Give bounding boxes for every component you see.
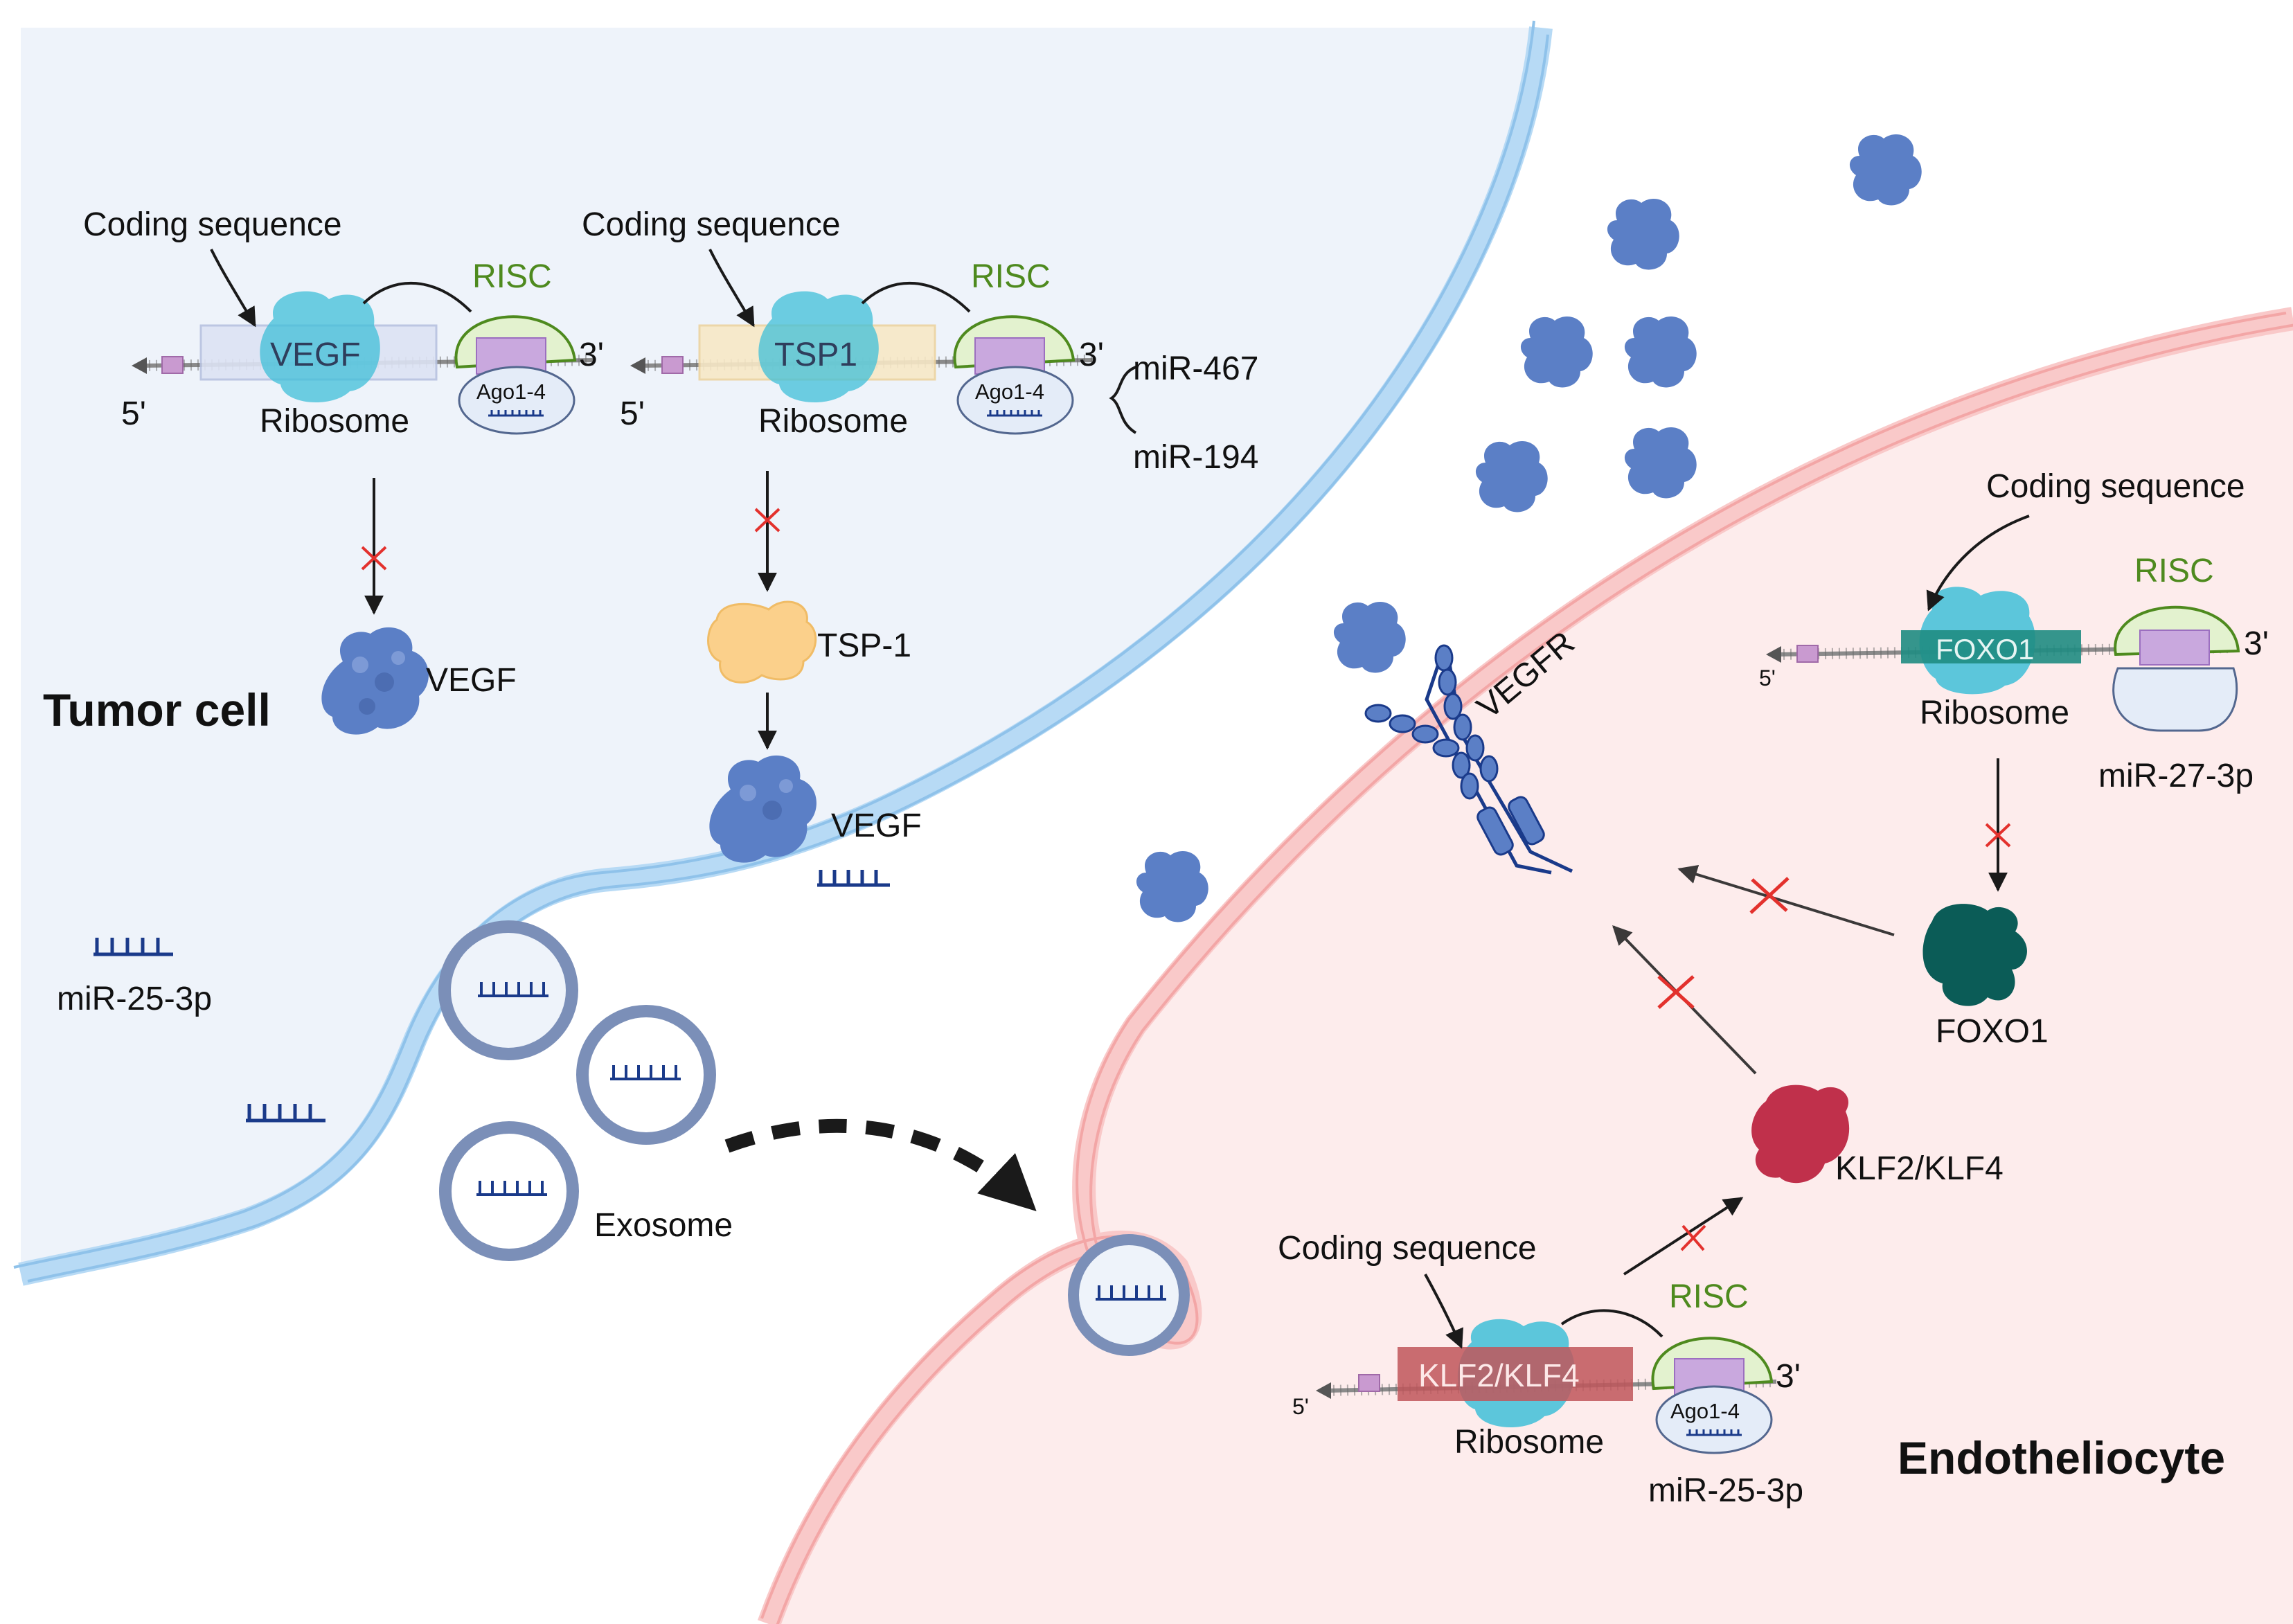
- vegf-protein-icon: [321, 627, 429, 735]
- vegf-protein-icon: [1624, 316, 1697, 388]
- mrna-foxo1-three-prime-label: 3': [2244, 625, 2269, 662]
- mrna-tsp1-cds-label: TSP1: [774, 337, 857, 373]
- ago-icon: [1655, 1385, 1773, 1454]
- ribosome-icon: [260, 291, 380, 403]
- vegf-protein-icon: [1849, 134, 1922, 206]
- mrna-klf-five-prime-label: 5': [1292, 1394, 1309, 1419]
- mrna-foxo1-cds-label: FOXO1: [1936, 633, 2034, 666]
- labels-mir-25-free-label: miR-25-3p: [57, 981, 212, 1017]
- endotheliocyte-label: Endotheliocyte: [1898, 1432, 2225, 1483]
- klf-protein-icon: [1751, 1085, 1850, 1184]
- mrna-foxo1-product-label: FOXO1: [1936, 1013, 2049, 1050]
- ribosome-icon: [758, 291, 879, 403]
- mrna-vegf-cds-label: VEGF: [270, 337, 361, 373]
- brace-icon: [1109, 366, 1137, 434]
- ago-icon: [2112, 667, 2238, 732]
- transfer-arrow: [724, 1118, 1037, 1211]
- klf-inhibited-pathway: KLF2/KLF4: [1612, 925, 2004, 1276]
- klf-coding-sequence: [1398, 1347, 1633, 1401]
- mirna-icon: [246, 1104, 325, 1123]
- mrna-foxo1-mirna-label: miR-27-3p: [2098, 758, 2254, 794]
- mrna-vegf-coding-label-label: Coding sequence: [83, 206, 342, 243]
- mrna-klf-construct: Coding sequence RISC KLF2/KLF4 Ribosome …: [1278, 1230, 1803, 1509]
- extracellular-vegf-group: [1136, 134, 1922, 922]
- mrna-foxo1-five-prime-label: 5': [1759, 666, 1776, 690]
- exosome-icon: [439, 1121, 579, 1261]
- mrna-vegf-three-prime-label: 3': [579, 337, 604, 373]
- vegf-inhibited-pathway: VEGF: [321, 478, 517, 735]
- mrna-vegf-ago-label: Ago1-4: [476, 380, 546, 404]
- mrna-vegf-construct: Coding sequence RISC VEGF Ribosome Ago1-…: [83, 206, 604, 440]
- mrna-tsp1-three-prime-label: 3': [1079, 337, 1104, 373]
- foxo1-protein-icon: [1922, 904, 2027, 1006]
- mrna-klf-risc-label: RISC: [1669, 1278, 1749, 1315]
- foxo1-coding-sequence: [1901, 630, 2081, 663]
- vegf-protein-icon: [1607, 199, 1679, 270]
- mirna-icon: [93, 938, 173, 956]
- foxo1-inhibited-pathway: FOXO1: [1677, 758, 2049, 1050]
- tumor-cell-label: Tumor cell: [43, 684, 271, 735]
- tsp1-inhibited-pathway: TSP-1 VEGF: [707, 471, 922, 887]
- exosome-group: Exosome: [438, 920, 1190, 1356]
- mrna-tsp1-product2-label: VEGF: [831, 807, 922, 844]
- inhibition-x-icon: [361, 546, 387, 571]
- mrna-tsp1-ribosome-label: Ribosome: [758, 403, 908, 440]
- mrna-tsp1-coding-label-label: Coding sequence: [582, 206, 841, 243]
- ago-icon: [458, 366, 576, 435]
- mrna-vegf-ribosome-label: Ribosome: [260, 403, 409, 440]
- exosome-icon: [438, 920, 578, 1060]
- mrna-tsp1-mirna-a-label: miR-467: [1133, 350, 1258, 387]
- mrna-tsp1-construct: Coding sequence RISC TSP1 Ribosome Ago1-…: [582, 206, 1258, 476]
- vegf-protein-icon: [1333, 602, 1406, 673]
- mrna-tsp1-product-label: TSP-1: [817, 627, 911, 664]
- mrna-klf-three-prime-label: 3': [1776, 1358, 1801, 1395]
- inhibited-arrow: [1677, 864, 1895, 936]
- vegf-protein-icon: [1624, 427, 1697, 499]
- mrna-foxo1-construct: Coding sequence RISC FOXO1 Ribosome 5' 3…: [1759, 468, 2269, 794]
- tsp1-protein-icon: [707, 600, 817, 684]
- exosome-icon: [1068, 1234, 1190, 1356]
- mrna-klf-mirna-label: miR-25-3p: [1648, 1472, 1803, 1509]
- mrna-klf-cds-label: KLF2/KLF4: [1418, 1357, 1580, 1393]
- inhibition-x-icon: [1749, 877, 1790, 914]
- mrna-vegf-five-prime-label: 5': [121, 395, 146, 432]
- inhibition-x-icon: [1985, 823, 2011, 848]
- inhibition-x-icon: [1680, 1224, 1706, 1251]
- mrna-klf-coding-label-label: Coding sequence: [1278, 1230, 1537, 1267]
- inhibition-x-icon: [1657, 975, 1695, 1009]
- mrna-tsp1-mirna-b-label: miR-194: [1133, 439, 1258, 476]
- vegf-protein-icon: [709, 755, 817, 863]
- labels-exosome-label: Exosome: [594, 1207, 733, 1244]
- free-mirna-group: miR-25-3p: [57, 938, 325, 1123]
- mrna-klf-product-label: KLF2/KLF4: [1835, 1150, 2004, 1187]
- mrna-tsp1-five-prime-label: 5': [620, 395, 645, 432]
- mrna-vegf-risc-label: RISC: [472, 258, 552, 295]
- vegf-protein-icon: [1520, 316, 1593, 388]
- mrna-foxo1-coding-label-label: Coding sequence: [1986, 468, 2245, 505]
- mrna-foxo1-ribosome-label: Ribosome: [1920, 695, 2069, 731]
- mrna-vegf-product-label: VEGF: [426, 662, 517, 699]
- mrna-tsp1-ago-label: Ago1-4: [975, 380, 1044, 404]
- exosome-icon: [576, 1005, 716, 1145]
- inhibition-x-icon: [754, 508, 780, 533]
- mirna-icon: [817, 870, 890, 887]
- ago-icon: [956, 366, 1074, 435]
- mrna-tsp1-risc-label: RISC: [971, 258, 1051, 295]
- mrna-klf-ago-label: Ago1-4: [1670, 1399, 1740, 1423]
- tumor-membrane: [18, 26, 1553, 1286]
- vegf-protein-icon: [1475, 441, 1548, 512]
- mrna-klf-ribosome-label: Ribosome: [1454, 1424, 1604, 1461]
- mrna-foxo1-risc-label: RISC: [2134, 553, 2214, 589]
- vegf-protein-icon: [1136, 851, 1208, 922]
